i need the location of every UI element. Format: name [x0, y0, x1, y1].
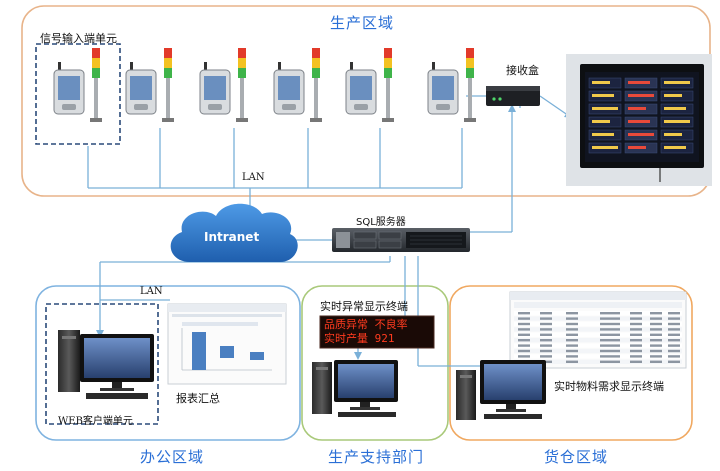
office-zone-title: 办公区域	[140, 448, 205, 466]
display-cell-value	[628, 81, 650, 84]
sql-server-label: SQL服务器	[356, 217, 406, 228]
sql-server	[332, 228, 470, 252]
wall-display	[566, 54, 712, 186]
display-cell-value	[628, 146, 646, 149]
stack-light-icon	[382, 48, 394, 122]
table-row	[514, 354, 682, 359]
warehouse-pc	[456, 360, 546, 420]
table-row	[514, 332, 682, 337]
display-cell-value	[592, 81, 610, 84]
stack-light-icon	[90, 48, 102, 122]
table-row	[514, 348, 682, 354]
display-cell-value	[592, 94, 614, 97]
display-cell-value	[628, 94, 654, 97]
led-board	[319, 315, 435, 349]
intranet-label: Intranet	[204, 230, 260, 244]
realtime-abnormal-label: 实时异常显示终端	[320, 300, 408, 313]
stack-light-icon	[464, 48, 476, 122]
stack-light-icon	[310, 48, 322, 122]
display-cell-value	[664, 81, 690, 84]
warehouse-zone-title: 货仓区域	[544, 448, 609, 466]
display-cell-value	[664, 120, 690, 123]
table-row	[514, 311, 682, 316]
display-cell-value	[592, 133, 614, 136]
led-ticker-line2: 实时产量 921	[324, 332, 395, 345]
display-cell-value	[628, 107, 646, 110]
receiver-label: 接收盒	[506, 64, 539, 77]
led-ticker-line1: 品质异常 不良率	[324, 318, 408, 331]
production-lan-lines	[87, 95, 573, 370]
table-row	[514, 316, 682, 321]
intranet-cloud	[170, 203, 298, 262]
handheld-terminal	[125, 62, 157, 115]
support-zone-frame	[301, 285, 449, 441]
handheld-terminal	[53, 62, 85, 115]
material-table-window	[509, 291, 687, 369]
support-pc	[312, 360, 398, 417]
lan-top-label: LAN	[242, 172, 265, 183]
table-row	[514, 343, 682, 348]
display-cell-value	[592, 146, 618, 149]
handheld-terminal	[345, 62, 377, 115]
display-cell-value	[628, 133, 654, 136]
support-zone-title: 生产支持部门	[328, 448, 425, 466]
table-row	[514, 338, 682, 343]
lan-office-label: LAN	[140, 286, 163, 297]
signal-terminals	[53, 48, 476, 122]
uplink-arrow-icon	[508, 104, 516, 112]
handheld-terminal	[199, 62, 231, 115]
material-terminal-label: 实时物料需求显示终端	[554, 380, 664, 393]
handheld-terminal	[427, 62, 459, 115]
table-row	[514, 321, 682, 327]
display-cell-value	[592, 107, 618, 110]
table-row	[514, 327, 682, 332]
stack-light-icon	[236, 48, 248, 122]
display-cell-value	[664, 133, 682, 136]
web-client-unit-frame	[45, 303, 159, 425]
report-window	[167, 303, 287, 385]
signal-unit-frame	[35, 43, 121, 145]
display-cell-value	[664, 107, 686, 110]
signal-unit-label: 信号输入端单元	[40, 32, 117, 45]
display-cell-value	[628, 120, 650, 123]
display-cell-value	[664, 94, 682, 97]
web-client-unit-label: WEB客户端单元	[58, 416, 133, 427]
warehouse-zone-frame	[449, 285, 693, 441]
receiver-box	[486, 86, 540, 106]
stack-light-icon	[162, 48, 174, 122]
office-pc	[58, 330, 154, 399]
production-zone-title: 生产区域	[330, 14, 395, 32]
display-cell-value	[664, 146, 686, 149]
office-zone-frame	[35, 285, 301, 441]
display-cell-value	[592, 120, 610, 123]
report-summary-label: 报表汇总	[176, 392, 220, 405]
handheld-terminal	[273, 62, 305, 115]
